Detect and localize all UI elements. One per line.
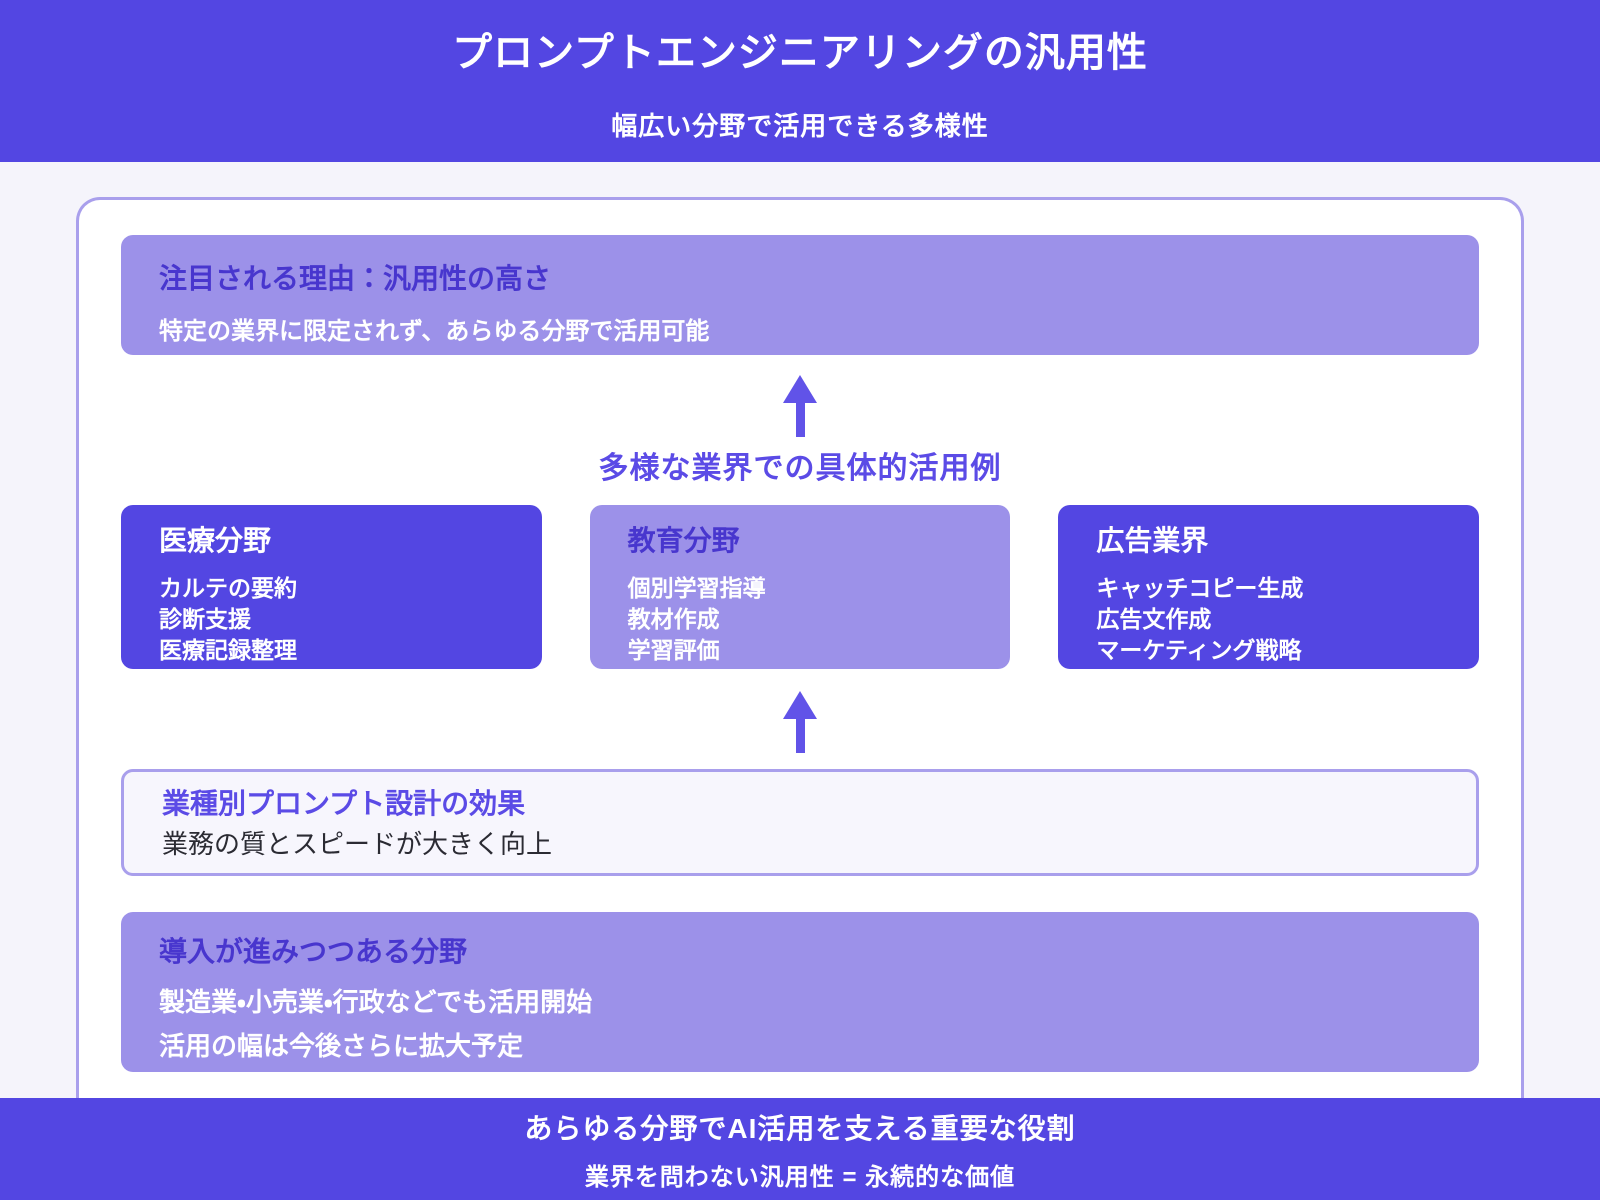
industry-title: 広告業界 xyxy=(1096,525,1209,556)
industry-box-advertising: 広告業界 キャッチコピー生成 広告文作成 マーケティング戦略 xyxy=(1058,505,1480,669)
industry-row: 医療分野 カルテの要約 診断支援 医療記録整理 教育分野 個別学習指導 教材作成… xyxy=(121,505,1480,669)
industry-title: 教育分野 xyxy=(627,525,740,556)
industry-box-medical: 医療分野 カルテの要約 診断支援 医療記録整理 xyxy=(121,505,542,669)
industry-item: カルテの要約 xyxy=(159,575,297,601)
notice-subtitle: 特定の業界に限定されず、あらゆる分野で活用可能 xyxy=(159,318,710,345)
main-area: 注目される理由：汎用性の高さ 特定の業界に限定されず、あらゆる分野で活用可能 多… xyxy=(0,162,1600,1098)
notice-title: 注目される理由：汎用性の高さ xyxy=(159,263,552,294)
adoption-line: 活用の幅は今後さらに拡大予定 xyxy=(159,1031,524,1061)
industry-item: 学習評価 xyxy=(627,637,720,663)
adoption-lines: 製造業・小売業・行政などでも活用開始 活用の幅は今後さらに拡大予定 xyxy=(159,980,1441,1068)
industry-item-list: 個別学習指導 教材作成 学習評価 xyxy=(628,573,973,666)
arrow-head xyxy=(783,691,817,719)
industry-item: 広告文作成 xyxy=(1096,606,1212,632)
header-banner: プロンプトエンジニアリングの汎用性 幅広い分野で活用できる多様性 xyxy=(0,0,1600,162)
arrow-stem xyxy=(795,719,805,753)
effect-box: 業種別プロンプト設計の効果 業務の質とスピードが大きく向上 xyxy=(121,769,1479,876)
industry-item: 診断支援 xyxy=(159,606,251,632)
industry-item-list: カルテの要約 診断支援 医療記録整理 xyxy=(159,573,504,666)
adoption-line: 製造業・小売業・行政などでも活用開始 xyxy=(159,987,593,1017)
up-arrow-icon xyxy=(121,375,1479,437)
adoption-title: 導入が進みつつある分野 xyxy=(159,936,468,967)
effect-subtitle: 業務の質とスピードが大きく向上 xyxy=(162,829,553,859)
up-arrow-icon xyxy=(121,691,1479,753)
footer-subline: 業界を問わない汎用性 = 永続的な価値 xyxy=(584,1163,1016,1191)
industry-item: 個別学習指導 xyxy=(627,575,766,601)
page-subtitle: 幅広い分野で活用できる多様性 xyxy=(611,110,989,141)
page-title: プロンプトエンジニアリングの汎用性 xyxy=(452,30,1148,75)
industry-item: 教材作成 xyxy=(627,606,720,632)
adoption-box: 導入が進みつつある分野 製造業・小売業・行政などでも活用開始 活用の幅は今後さら… xyxy=(121,912,1479,1072)
industry-item: 医療記録整理 xyxy=(159,637,297,663)
effect-title: 業種別プロンプト設計の効果 xyxy=(162,788,526,819)
flow-heading: 多様な業界での具体的活用例 xyxy=(598,452,1002,485)
footer-headline: あらゆる分野でAI活用を支える重要な役割 xyxy=(524,1112,1076,1144)
industry-item: キャッチコピー生成 xyxy=(1096,575,1304,601)
content-card: 注目される理由：汎用性の高さ 特定の業界に限定されず、あらゆる分野で活用可能 多… xyxy=(76,197,1524,1098)
industry-box-education: 教育分野 個別学習指導 教材作成 学習評価 xyxy=(589,505,1011,669)
notice-box: 注目される理由：汎用性の高さ 特定の業界に限定されず、あらゆる分野で活用可能 xyxy=(121,235,1479,355)
footer-banner: あらゆる分野でAI活用を支える重要な役割 業界を問わない汎用性 = 永続的な価値 xyxy=(0,1098,1600,1200)
arrow-head xyxy=(783,375,817,403)
arrow-stem xyxy=(795,403,805,437)
industry-item-list: キャッチコピー生成 広告文作成 マーケティング戦略 xyxy=(1096,573,1441,666)
industry-title: 医療分野 xyxy=(159,525,272,556)
industry-item: マーケティング戦略 xyxy=(1096,637,1302,663)
